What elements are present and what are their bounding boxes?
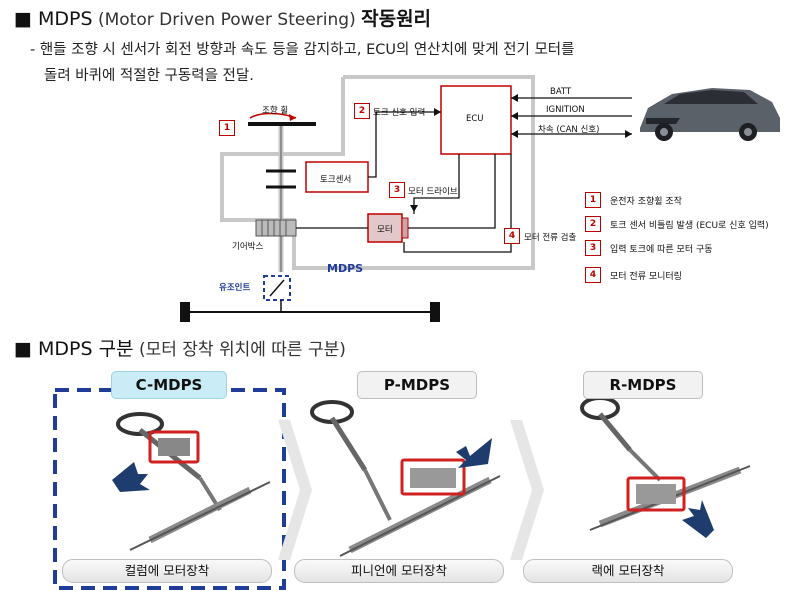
motor-current-label: 모터 전류 검출 bbox=[524, 233, 577, 243]
title-main: ■ MDPS bbox=[14, 8, 93, 30]
motor-box bbox=[367, 213, 403, 243]
universal-joint-label: 유조인트 bbox=[219, 283, 251, 293]
torque-sensor-label: 토크센서 bbox=[320, 175, 352, 185]
legend-num-4: 4 bbox=[585, 267, 601, 283]
wheel-right bbox=[430, 302, 440, 322]
section-title-main: ■ MDPS 구분 bbox=[14, 338, 134, 360]
universal-joint-box bbox=[263, 275, 291, 301]
mdps-types-illustration bbox=[53, 388, 751, 590]
ecu-label: ECU bbox=[466, 114, 484, 124]
c-mdps-drawing bbox=[112, 412, 271, 551]
steering-wheel-label: 조향 휠 bbox=[262, 106, 289, 116]
torque-signal-label: 토크 신호 입력 bbox=[373, 108, 426, 118]
step-2-marker: 2 bbox=[354, 103, 370, 119]
p-mdps-drawing bbox=[310, 400, 501, 557]
r-mdps-pointer-arrow bbox=[682, 500, 714, 538]
p-mdps-pointer-arrow bbox=[456, 438, 492, 468]
page-title: ■ MDPS (Motor Driven Power Steering) 작동원… bbox=[14, 4, 431, 31]
step-4-marker: 4 bbox=[504, 228, 520, 244]
tag-c-mdps: C-MDPS bbox=[111, 371, 227, 399]
car-image bbox=[640, 88, 780, 141]
legend-num-2: 2 bbox=[585, 216, 601, 232]
gearbox-label: 기어박스 bbox=[232, 242, 264, 252]
legend-text-1: 운전자 조향휠 조작 bbox=[610, 197, 682, 207]
torque-sensor-box bbox=[305, 161, 369, 193]
legend-text-3: 입력 토크에 따른 모터 구동 bbox=[610, 245, 713, 255]
caption-p-mdps: 피니언에 모터장착 bbox=[294, 559, 504, 583]
motor-drive-label: 모터 드라이브 bbox=[408, 187, 458, 197]
input-ignition-label: IGNITION bbox=[546, 105, 585, 115]
separator-chevron-1 bbox=[278, 420, 312, 560]
section-title: ■ MDPS 구분 (모터 장착 위치에 따른 구분) bbox=[14, 334, 346, 361]
description-line-1: - 핸들 조향 시 센서가 회전 방향과 속도 등을 감지하고, ECU의 연산… bbox=[30, 42, 575, 58]
r-mdps-drawing bbox=[580, 396, 751, 538]
tag-p-mdps: P-MDPS bbox=[357, 371, 477, 399]
ecu-box bbox=[440, 85, 512, 155]
description-line-2: 돌려 바퀴에 적절한 구동력을 전달. bbox=[44, 68, 254, 84]
input-batt-label: BATT bbox=[550, 87, 572, 97]
caption-r-mdps: 랙에 모터장착 bbox=[523, 559, 733, 583]
motor-label: 모터 bbox=[377, 225, 393, 235]
mdps-diagram bbox=[180, 75, 780, 322]
legend-num-1: 1 bbox=[585, 192, 601, 208]
wheel-left bbox=[180, 302, 190, 322]
input-speed-label: 차속 (CAN 신호) bbox=[538, 125, 600, 135]
step-3-marker: 3 bbox=[389, 182, 405, 198]
mdps-system-label: MDPS bbox=[327, 262, 364, 275]
section-title-sub: (모터 장착 위치에 따른 구분) bbox=[133, 340, 346, 360]
caption-c-mdps: 컬럼에 모터장착 bbox=[62, 559, 272, 583]
legend-num-3: 3 bbox=[585, 240, 601, 256]
legend-text-4: 모터 전류 모니터링 bbox=[610, 272, 682, 282]
step-1-marker: 1 bbox=[219, 120, 235, 136]
title-tail: 작동원리 bbox=[361, 8, 432, 30]
title-sub: (Motor Driven Power Steering) bbox=[92, 10, 362, 30]
c-mdps-pointer-arrow bbox=[112, 462, 150, 492]
legend-text-2: 토크 센서 비틀림 발생 (ECU로 신호 입력) bbox=[610, 221, 769, 231]
tag-r-mdps: R-MDPS bbox=[583, 371, 703, 399]
separator-chevron-2 bbox=[510, 420, 544, 560]
